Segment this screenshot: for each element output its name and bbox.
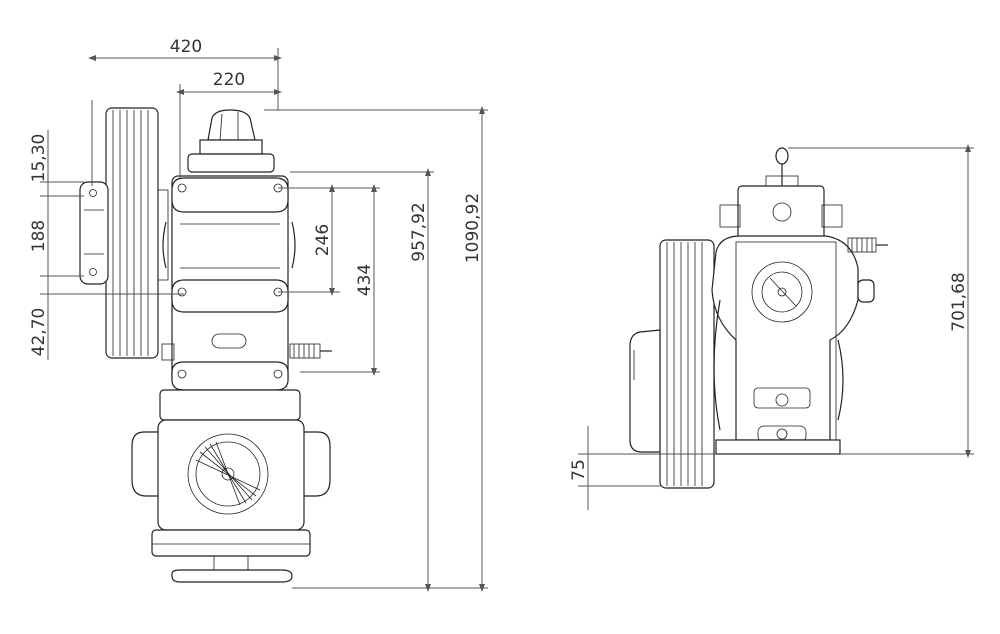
pulley: [105, 107, 169, 359]
dim-75: 75: [569, 459, 589, 481]
dim-188: 188: [29, 220, 49, 252]
side-pulley: [659, 239, 715, 489]
motor-housing: [131, 389, 331, 583]
dim-width-total: 420: [170, 37, 202, 57]
dim-width-partial: 220: [213, 70, 245, 90]
dim-15-30: 15,30: [29, 134, 49, 183]
dim-434: 434: [355, 264, 375, 296]
front-view: 420 220 15,30 188 42,70 246 434 957,92 1…: [29, 37, 488, 592]
dim-42-70: 42,70: [29, 308, 49, 357]
side-view: 701,68 75: [569, 144, 974, 510]
dim-246: 246: [313, 224, 333, 256]
side-brake-box: [629, 329, 661, 453]
top-cap: [187, 109, 275, 173]
gear-body: [161, 175, 332, 391]
dim-1090-92: 1090,92: [463, 193, 483, 263]
dim-701-68: 701,68: [949, 272, 969, 331]
dim-957-92: 957,92: [409, 202, 429, 261]
side-housing: [711, 147, 888, 455]
brake-bracket: [79, 181, 109, 285]
